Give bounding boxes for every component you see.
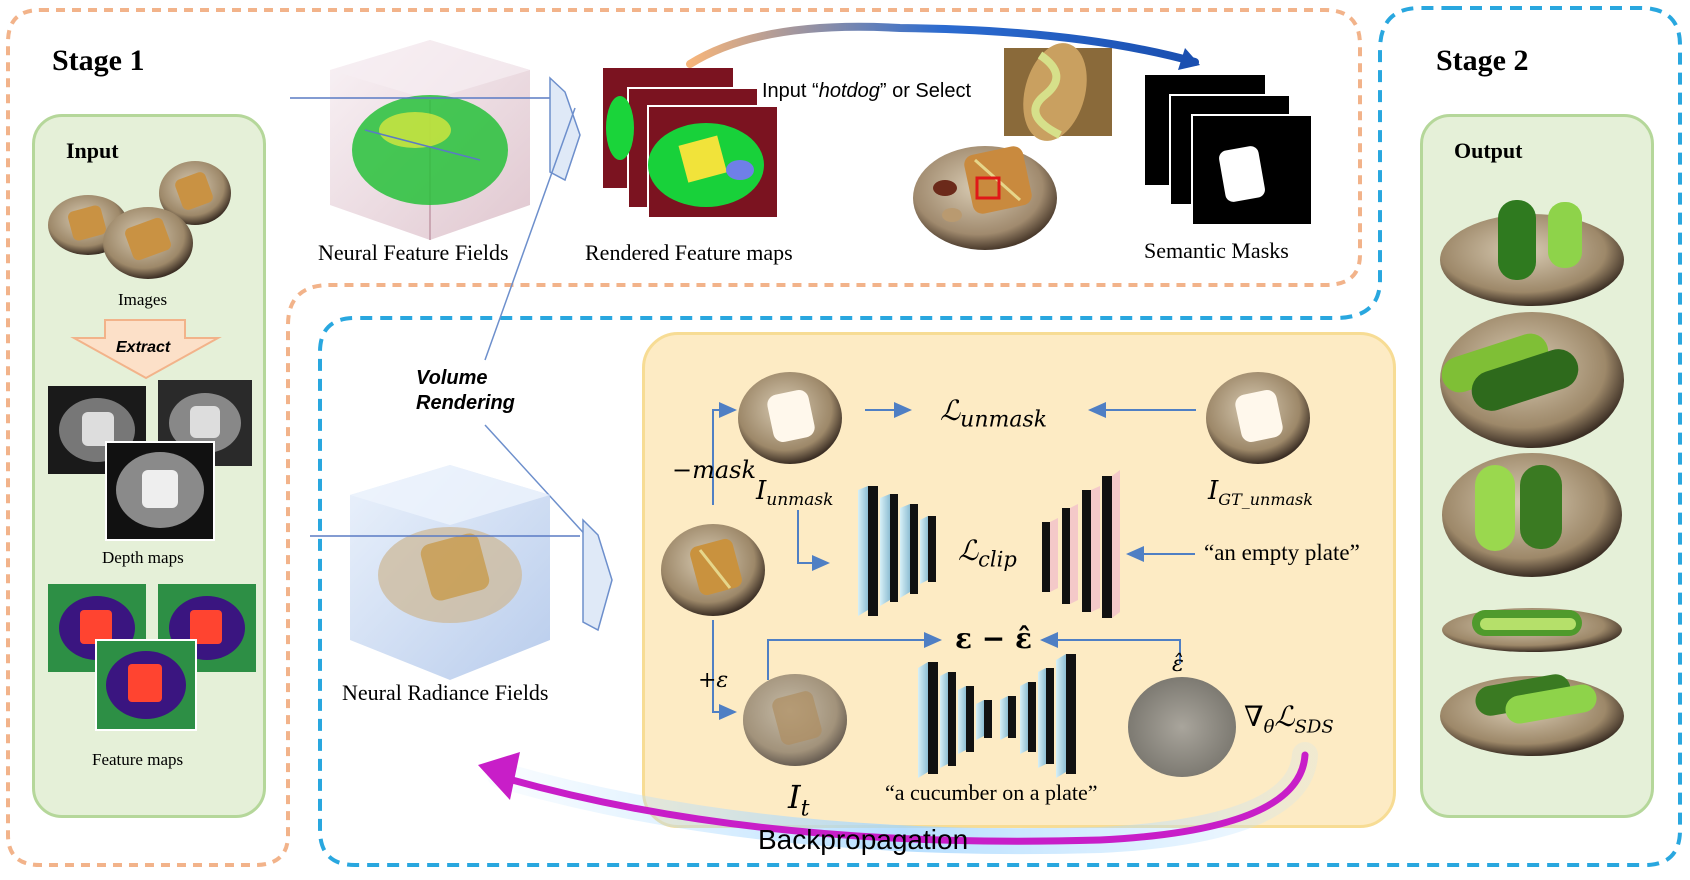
noise-circle [1128, 677, 1236, 777]
clip-encoder-right [1042, 470, 1120, 618]
input-hotdog-text: Input “hotdog” or Select [762, 80, 972, 102]
output-plates [1440, 200, 1624, 756]
arrow-hat-to-diff [1040, 632, 1181, 664]
arrow-down-noise [712, 620, 737, 720]
unet [918, 654, 1076, 778]
depth-caption: Depth maps [102, 548, 184, 567]
feature-maps [48, 584, 256, 731]
arrow-to-clip [797, 510, 830, 571]
feature-field-cube [290, 40, 565, 240]
feature-caption: Feature maps [92, 750, 184, 769]
curve-arrow [686, 22, 1199, 68]
neg-mask-label: −mask [672, 456, 757, 484]
gt-unmask-plate [1206, 372, 1310, 464]
input-title: Input [66, 138, 119, 163]
rendered-maps-caption: Rendered Feature maps [585, 240, 793, 265]
unmask-plate [738, 372, 842, 464]
eps-diff-label: ε − ε̂ [955, 622, 1032, 655]
stage1-border [6, 8, 1362, 867]
noisy-plate [743, 674, 847, 766]
semantic-masks [1145, 75, 1313, 226]
cucumber-prompt: “a cucumber on a plate” [885, 780, 1098, 805]
i-unmask-label: Iunmask [756, 476, 834, 511]
radiance-field-cube [310, 465, 580, 680]
extract-arrow [70, 319, 222, 380]
eps-hat-label: ε̂ [1172, 652, 1184, 677]
l-unmask-label: ℒunmask [940, 394, 1048, 433]
arrow-noise-to-diff [767, 632, 942, 680]
input-images [48, 161, 231, 279]
images-caption: Images [118, 290, 168, 309]
output-title: Output [1454, 138, 1523, 163]
center-hotdog-plate [661, 524, 765, 616]
stage1-title: Stage 1 [52, 44, 145, 77]
i-gt-unmask-label: IGT_unmask [1208, 476, 1313, 510]
backprop-arrow [501, 751, 1309, 845]
semantic-masks-caption: Semantic Masks [1144, 238, 1289, 263]
funnel-bottom [582, 518, 613, 632]
arrow-up-mask [712, 402, 737, 505]
feature-fields-caption: Neural Feature Fields [318, 240, 509, 265]
funnel-top [549, 76, 581, 182]
l-clip-label: ℒclip [958, 534, 1017, 572]
empty-plate-prompt: “an empty plate” [1204, 540, 1360, 565]
stage2-title: Stage 2 [1436, 44, 1529, 77]
grad-sds-label: ∇θℒSDS [1244, 700, 1334, 738]
depth-maps [48, 380, 252, 541]
hotdog-crop [1004, 43, 1112, 141]
nerf-caption: Neural Radiance Fields [342, 680, 549, 705]
i-t-label: It [788, 778, 810, 822]
hotdog-plate-top [913, 146, 1057, 250]
backprop-label: Backpropagation [758, 824, 969, 855]
clip-encoder-left [858, 486, 936, 616]
rendered-feature-maps [603, 68, 779, 219]
extract-label: Extract [116, 339, 171, 356]
plus-eps-label: +ε [698, 668, 729, 693]
